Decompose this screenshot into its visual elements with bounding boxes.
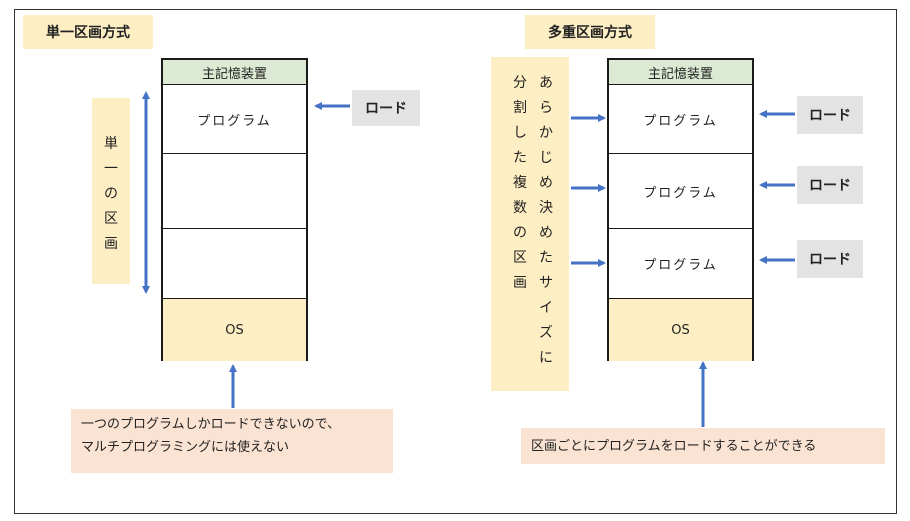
right-memory-block: 主記憶装置 プログラム プログラム プログラム OS	[607, 58, 754, 361]
right-title: 多重区画方式	[525, 15, 655, 49]
vertical-char: あ	[539, 75, 553, 91]
vertical-char: 分	[513, 75, 527, 91]
vertical-char: 単	[104, 136, 118, 152]
left-partition-vertical-text: 単一の区画	[92, 132, 130, 257]
vertical-char: の	[104, 186, 118, 202]
vertical-char: ら	[539, 100, 553, 116]
right-vertical-column-1: あらかじめ決めたサイズに	[533, 71, 559, 371]
vertical-char: イ	[539, 300, 553, 316]
right-partition-vertical-box: あらかじめ決めたサイズに 分割した複数の区画	[491, 57, 569, 391]
vertical-char: 数	[513, 200, 527, 216]
left-memory-header: 主記憶装置	[163, 60, 306, 85]
left-program-cell: プログラム	[163, 85, 306, 154]
right-program-cell-1: プログラム	[609, 85, 752, 154]
vertical-char: た	[513, 150, 527, 166]
vertical-char: ズ	[539, 325, 553, 341]
vertical-char: 区	[513, 250, 527, 266]
right-load-label-2: ロード	[797, 166, 863, 204]
right-vertical-column-2: 分割した複数の区画	[507, 71, 533, 296]
left-load-label: ロード	[352, 90, 420, 126]
vertical-char: か	[539, 125, 553, 141]
vertical-char: 区	[104, 211, 118, 227]
left-empty-cell-2	[163, 229, 306, 299]
vertical-char: 決	[539, 200, 553, 216]
vertical-char: 画	[104, 236, 118, 252]
right-program-cell-2: プログラム	[609, 154, 752, 229]
left-empty-cell-1	[163, 154, 306, 229]
right-note: 区画ごとにプログラムをロードすることができる	[521, 428, 885, 464]
right-load-label-3: ロード	[797, 240, 863, 278]
left-partition-vertical-box: 単一の区画	[92, 98, 130, 284]
right-memory-header: 主記憶装置	[609, 60, 752, 85]
left-os-cell: OS	[163, 299, 306, 361]
vertical-char: 一	[104, 161, 118, 177]
diagram-frame	[14, 9, 897, 514]
left-memory-block: 主記憶装置 プログラム OS	[161, 58, 308, 361]
vertical-char: サ	[539, 275, 553, 291]
left-note-line1: 一つのプログラムしかロードできないので、	[81, 417, 341, 432]
right-os-cell: OS	[609, 299, 752, 361]
vertical-char: め	[539, 225, 553, 241]
vertical-char: 画	[513, 275, 527, 291]
right-program-cell-3: プログラム	[609, 229, 752, 299]
vertical-char: め	[539, 175, 553, 191]
vertical-char: 割	[513, 100, 527, 116]
vertical-char: し	[513, 125, 527, 141]
right-load-label-1: ロード	[797, 96, 863, 134]
left-note-line2: マルチプログラミングには使えない	[81, 440, 290, 455]
vertical-char: に	[539, 350, 553, 366]
vertical-char: じ	[539, 150, 553, 166]
vertical-char: た	[539, 250, 553, 266]
left-title: 単一区画方式	[23, 15, 153, 49]
vertical-char: 複	[513, 175, 527, 191]
vertical-char: の	[513, 225, 527, 241]
left-note: 一つのプログラムしかロードできないので、 マルチプログラミングには使えない	[71, 409, 393, 473]
